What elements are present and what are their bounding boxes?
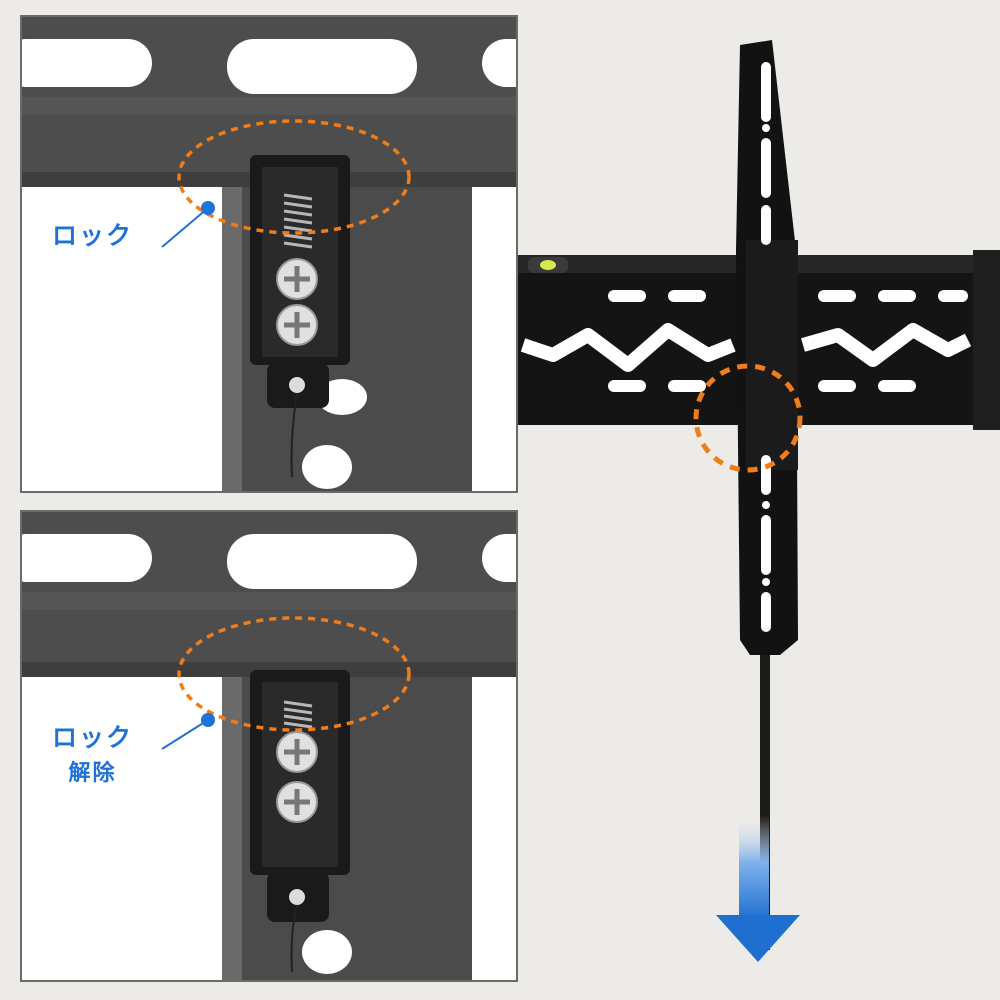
arrow-down-icon — [716, 815, 800, 962]
lock-label: ロック — [52, 221, 134, 250]
photo-panel-locked — [20, 15, 518, 493]
dashed-ellipse-icon — [177, 119, 411, 235]
unlock-mechanism-photo — [22, 512, 516, 980]
photo-panel-unlocked — [20, 510, 518, 982]
unlock-label: ロック 解除 — [52, 720, 133, 792]
mount-photo — [518, 40, 1000, 962]
dashed-ellipse-icon — [177, 616, 411, 732]
unlock-label-line1: ロック — [52, 723, 134, 752]
unlock-label-line2: 解除 — [68, 761, 117, 786]
dashed-ellipse-icon — [693, 363, 803, 473]
lock-mechanism-photo — [22, 17, 516, 491]
